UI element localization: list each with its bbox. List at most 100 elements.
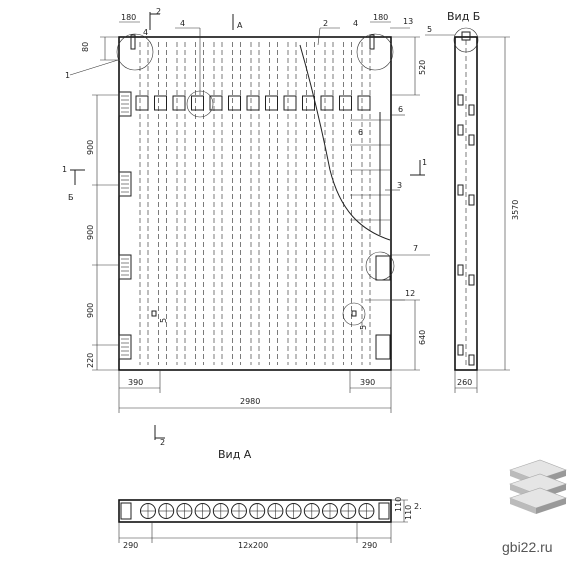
bottom-dim-height-b: 110 [404, 505, 413, 520]
callout-4a: 4 [143, 28, 148, 37]
detail-circle-13 [356, 33, 394, 71]
bottom-plate-right [378, 502, 390, 520]
callout-5-left: 5 [159, 318, 168, 323]
dim-left-900-c: 900 [86, 303, 95, 318]
section-1-right: 1 [422, 158, 427, 167]
bottom-dim-middle: 12x200 [238, 541, 268, 550]
side-outline [454, 36, 478, 371]
anchor-left [151, 310, 157, 317]
dim-left-900-a: 900 [86, 140, 95, 155]
callout-5-right: 5 [359, 325, 368, 330]
dim-top-right: 180 [373, 13, 388, 22]
square-opening [246, 95, 260, 111]
bottom-plate-left [120, 502, 132, 520]
right-dimensions [391, 36, 420, 371]
detail-circle-12 [342, 302, 366, 326]
lifting-loop-right [369, 34, 375, 50]
side-notch [468, 104, 475, 116]
front-view [69, 12, 455, 440]
stacked-slabs-icon [509, 459, 567, 514]
callout-3: 3 [397, 181, 402, 190]
right-rungs [350, 112, 390, 235]
callout-leaders [69, 27, 455, 301]
section-2-top: 2 [156, 7, 161, 16]
square-opening [228, 95, 241, 111]
right-plate-upper [375, 255, 391, 281]
panel-voids [139, 42, 371, 365]
section-2-bottom: 2 [160, 438, 165, 447]
square-opening [154, 95, 167, 111]
dim-left-220: 220 [86, 353, 95, 368]
callout-13: 13 [403, 17, 413, 26]
bottom-view-title: Вид А [218, 448, 252, 461]
square-opening [191, 95, 204, 111]
left-plate [118, 171, 132, 197]
callout-1: 1 [65, 71, 70, 80]
square-opening [209, 95, 223, 111]
left-plate [118, 334, 132, 360]
side-detail-circle [453, 27, 479, 53]
detail-circle-7 [365, 251, 395, 281]
anchor-right [351, 310, 357, 317]
callout-2: 2 [323, 19, 328, 28]
square-opening [265, 95, 278, 111]
section-markers [70, 12, 425, 440]
right-embed-plates [375, 255, 391, 360]
side-dim-width: 260 [457, 378, 472, 387]
square-opening [320, 95, 334, 111]
bottom-dim-height-a: 110 [394, 497, 403, 512]
callout-12: 12 [405, 289, 415, 298]
left-embed-plates [118, 91, 132, 360]
section-letter-a: A [237, 21, 243, 30]
side-notch [457, 344, 464, 356]
bottom-dimensions [118, 370, 392, 413]
section-1-left: 1 [62, 165, 67, 174]
side-notch [468, 274, 475, 286]
side-notch [457, 184, 464, 196]
callout-6a: 6 [398, 105, 403, 114]
square-opening [302, 95, 315, 111]
callout-7: 7 [413, 244, 418, 253]
dim-left-top: 80 [81, 42, 90, 52]
side-notch [468, 354, 475, 366]
section-letter-b: Б [68, 193, 74, 202]
dim-bottom-390-right: 390 [360, 378, 375, 387]
square-opening [283, 95, 297, 111]
right-plate-lower [375, 334, 391, 360]
side-notch [457, 264, 464, 276]
break-line [299, 44, 391, 241]
side-view [453, 27, 510, 393]
dim-right-640: 640 [418, 330, 427, 345]
dim-right-520: 520 [418, 60, 427, 75]
side-notches [457, 94, 475, 366]
side-notch [468, 134, 475, 146]
callout-4c: 4 [353, 19, 358, 28]
labels: 180 180 80 520 900 900 900 220 640 390 3… [62, 7, 520, 550]
side-lifting-loop [461, 31, 471, 41]
side-notch [457, 124, 464, 136]
watermark-text: gbi22.ru [502, 539, 553, 555]
left-plate [118, 91, 132, 117]
square-opening [135, 95, 149, 111]
side-dim-height: 3570 [511, 200, 520, 220]
bottom-view [118, 499, 408, 543]
left-dimensions [92, 36, 119, 371]
bottom-callout: 2. [414, 502, 422, 511]
callout-4b: 4 [180, 19, 185, 28]
watermark: gbi22.ru [502, 459, 567, 555]
bottom-dim-right: 290 [362, 541, 377, 550]
callout-6b: 6 [358, 128, 363, 137]
callout-5: 5 [427, 25, 432, 34]
panel-outline [118, 36, 392, 371]
bottom-outline [118, 499, 392, 523]
dim-bottom-390-left: 390 [128, 378, 143, 387]
side-notch [468, 194, 475, 206]
lifting-loop-left [130, 34, 136, 50]
detail-circle-1 [116, 33, 154, 71]
dim-left-900-b: 900 [86, 225, 95, 240]
side-notch [457, 94, 464, 106]
opening-row [135, 95, 371, 111]
side-view-title: Вид Б [447, 10, 480, 23]
